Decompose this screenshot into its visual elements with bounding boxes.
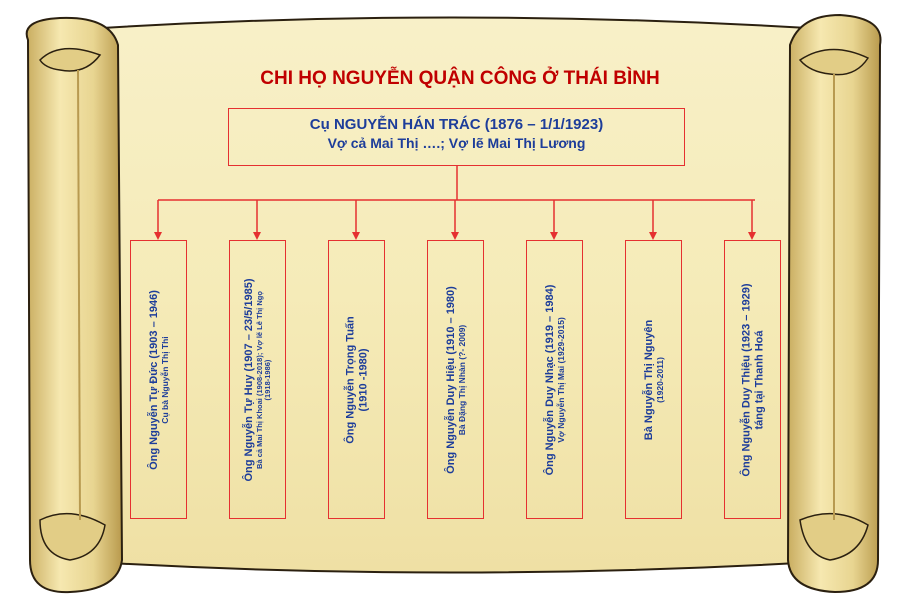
child-box-3: Ông Nguyễn Trọng Tuấn (1910 -1980) (328, 240, 385, 519)
child-spouse-years: (1918-1986) (262, 359, 272, 400)
child-box-4: Ông Nguyễn Duy Hiệu (1910 – 1980) Bà Đặn… (427, 240, 484, 519)
child-name: Ông Nguyễn Duy Hiệu (1910 – 1980) (444, 285, 457, 474)
child-spouse: Bà Đặng Thị Nhàn (?- 2009) (455, 324, 466, 435)
arrow-head-1 (154, 232, 162, 240)
child-spouse: Cụ bà Nguyễn Thị Thi (158, 335, 169, 424)
child-box-1: Ông Nguyễn Tự Đức (1903 – 1946) Cụ bà Ng… (130, 240, 187, 519)
arrow-head-7 (748, 232, 756, 240)
child-years: (1920-2011) (653, 356, 664, 403)
root-ancestor-name: Cụ NGUYỄN HÁN TRÁC (1876 – 1/1/1923) (309, 116, 604, 133)
page-title: CHI HỌ NGUYỄN QUẬN CÔNG Ở THÁI BÌNH (260, 68, 660, 89)
root-ancestor-wives: Vợ cả Mai Thị ….; Vợ lẽ Mai Thị Lương (327, 135, 586, 151)
child-note: táng tại Thanh Hoá (752, 330, 765, 429)
child-box-2: Ông Nguyễn Tự Huy (1907 – 23/5/1985) Bà … (229, 240, 286, 519)
child-box-5: Ông Nguyễn Duy Nhạc (1919 – 1984) Vợ Ngu… (526, 240, 583, 519)
child-name: Ông Nguyễn Duy Nhạc (1919 – 1984) (543, 284, 556, 475)
child-name: Ông Nguyễn Tự Đức (1903 – 1946) (147, 289, 160, 470)
child-name: Ông Nguyễn Duy Thiệu (1923 – 1929) (739, 282, 752, 477)
arrow-head-2 (253, 232, 261, 240)
child-name: Ông Nguyễn Tự Huy (1907 – 23/5/1985) (242, 278, 255, 481)
arrow-head-4 (451, 232, 459, 240)
child-years: (1910 -1980) (356, 348, 369, 411)
root-ancestor-box: Cụ NGUYỄN HÁN TRÁC (1876 – 1/1/1923) Vợ … (228, 108, 685, 166)
child-name: Bà Nguyễn Thị Nguyên (642, 319, 655, 440)
right-scroll-roll (786, 13, 882, 594)
arrow-head-6 (649, 232, 657, 240)
child-spouse: Vợ Nguyễn Thị Mai (1929-2015) (554, 316, 565, 443)
left-scroll-roll (25, 16, 124, 594)
arrow-head-3 (352, 232, 360, 240)
arrow-head-5 (550, 232, 558, 240)
child-box-6: Bà Nguyễn Thị Nguyên (1920-2011) (625, 240, 682, 519)
child-box-7: Ông Nguyễn Duy Thiệu (1923 – 1929) táng … (724, 240, 781, 519)
child-name: Ông Nguyễn Trọng Tuấn (343, 315, 356, 444)
